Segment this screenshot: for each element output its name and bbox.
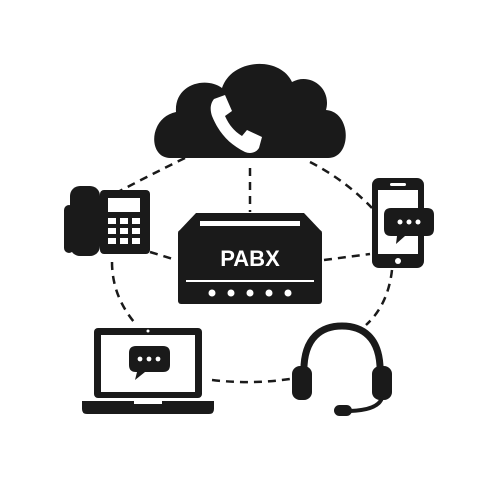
cloud-shape bbox=[154, 63, 346, 158]
smartphone-home-button bbox=[395, 258, 401, 264]
headset-mic-boom bbox=[348, 396, 384, 413]
smartphone-speaker bbox=[390, 183, 406, 186]
handset-body bbox=[70, 186, 100, 256]
pabx-indicator-lights bbox=[208, 289, 292, 297]
headset-band bbox=[300, 322, 384, 380]
connector-cloud-deskphone bbox=[117, 156, 186, 194]
connector-smartphone-headset bbox=[365, 269, 394, 326]
connector-deskphone-pabx bbox=[149, 250, 177, 262]
pabx-body bbox=[178, 230, 322, 304]
connector-deskphone-laptop bbox=[110, 261, 135, 323]
chat-bubble-icon bbox=[129, 346, 170, 380]
connector-smartphone-pabx bbox=[323, 252, 371, 262]
pabx-label: PABX bbox=[220, 246, 280, 271]
handset-icon bbox=[210, 95, 262, 153]
desk-phone-icon bbox=[64, 186, 150, 256]
connector-laptop-headset bbox=[211, 376, 297, 384]
headset-mic bbox=[334, 405, 352, 416]
laptop-base bbox=[82, 401, 214, 414]
smartphone-chat-icon bbox=[372, 178, 434, 268]
connectors bbox=[110, 156, 394, 384]
cloud-phone-icon bbox=[154, 63, 346, 158]
headset-left-ear bbox=[292, 366, 312, 400]
chat-bubble-icon bbox=[384, 208, 434, 244]
connector-cloud-smartphone bbox=[309, 160, 373, 209]
headset-icon bbox=[292, 322, 392, 416]
pabx-box: PABX bbox=[178, 213, 322, 304]
phone-display bbox=[108, 198, 140, 212]
laptop-trackpad-notch bbox=[134, 401, 162, 404]
laptop-camera bbox=[146, 329, 150, 333]
pabx-top-slot bbox=[200, 221, 300, 226]
headset-right-ear bbox=[372, 366, 392, 400]
laptop-chat-icon bbox=[82, 328, 214, 414]
keypad bbox=[108, 218, 140, 244]
